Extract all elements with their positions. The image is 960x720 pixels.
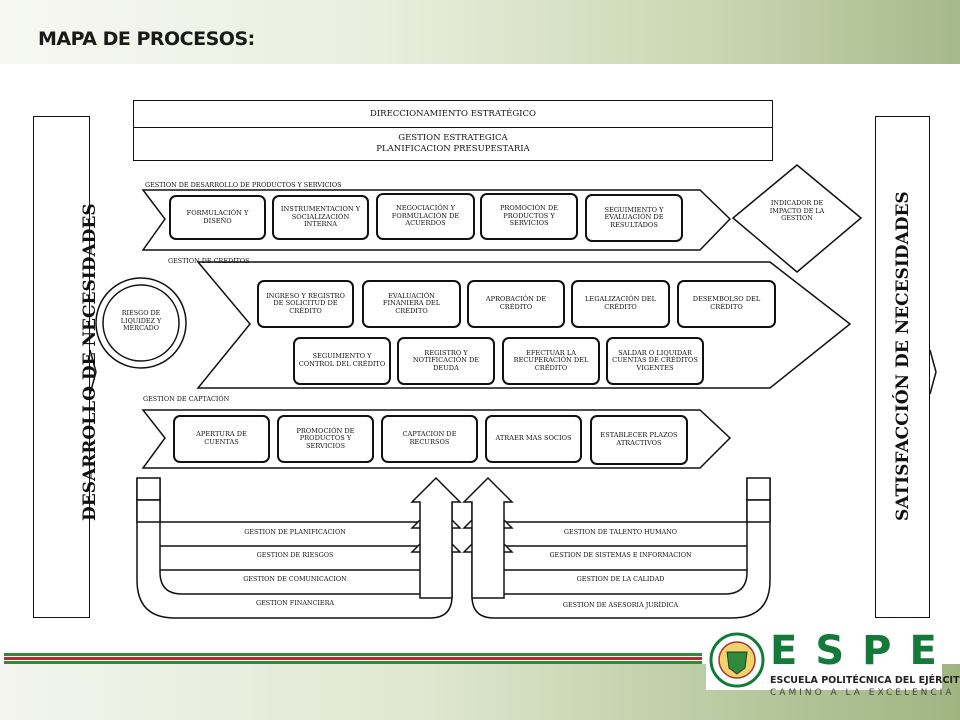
process-seguimiento-resultados: SEGUIMIENTO Y EVALUACIÓN DE RESULTADOS: [585, 194, 683, 242]
stripe-red: [4, 657, 702, 660]
header-band: [0, 0, 960, 64]
support-planificacion: GESTION DE PLANIFICACION: [244, 528, 346, 536]
desarrollo-group-label: GESTION DE DESARROLLO DE PRODUCTOS Y SER…: [145, 181, 342, 189]
direccionamiento-box: DIRECCIONAMIENTO ESTRATÉGICO: [133, 100, 773, 128]
process-seguimiento-credito: SEGUIMIENTO Y CONTROL DEL CRÉDITO: [293, 337, 391, 385]
process-captacion-recursos: CAPTACION DE RECURSOS: [381, 415, 478, 463]
indicador-text: INDICADOR DE IMPACTO DE LA GESTION: [769, 199, 825, 223]
process-promocion-captacion: PROMOCIÓN DE PRODUCTOS Y SERVICIOS: [277, 415, 374, 463]
creditos-group-label: GESTION DE CREDITOS: [168, 257, 250, 265]
support-asesoria-juridica: GESTION DE ASESORIA JURÍDICA: [562, 601, 679, 609]
process-aprobacion: APROBACIÓN DE CRÉDITO: [467, 280, 565, 328]
left-side-banner: [33, 116, 90, 618]
process-establecer-plazos: ESTABLECER PLAZOS ATRACTIVOS: [590, 415, 688, 465]
process-evaluacion-financiera: EVALUACIÓN FINANIERA DEL CRÉDITO: [362, 280, 461, 328]
direccionamiento-label: DIRECCIONAMIENTO ESTRATÉGICO: [370, 108, 536, 119]
up-arrows-right: [462, 476, 514, 599]
captacion-group-label: GESTION DE CAPTACIÓN: [143, 395, 230, 403]
stripe-green-2: [4, 661, 702, 664]
support-financiera: GESTION FINANCIERA: [255, 599, 335, 607]
support-calidad: GESTION DE LA CALIDAD: [576, 575, 665, 583]
process-instrumentacion: INSTRUMENTACION Y SOCIALIZACIÓN INTERNA: [272, 195, 369, 240]
process-saldar-cuentas: SALDAR O LIQUIDAR CUENTAS DE CRÉDITOS VI…: [606, 337, 704, 385]
espe-motto: CAMINO A LA EXCELENCIA: [770, 688, 955, 698]
process-registro-deuda: REGISTRO Y NOTIFICACIÓN DE DEUDA: [397, 337, 495, 385]
process-ingreso-solicitud: INGRESO Y REGISTRO DE SOLICITUD DE CRÉDI…: [257, 280, 354, 328]
process-negociacion: NEGOCIACIÓN Y FORMULACIÓN DE ACUERDOS: [376, 193, 475, 240]
indicador-diamond: [731, 164, 863, 273]
process-formulacion: FORMULACIÓN Y DISEÑO: [169, 195, 266, 240]
gestion-estrategica-label: GESTION ESTRATEGICA: [398, 133, 508, 144]
riesgo-inner-circle: [102, 284, 180, 362]
support-riesgos: GESTION DE RIESGOS: [256, 551, 334, 559]
up-arrows-left: [410, 476, 462, 599]
stripe-green: [4, 653, 702, 656]
riesgo-label: RIESGO DE LIQUIDEZ Y MERCADO: [120, 309, 162, 333]
espe-institution-name: ESCUELA POLITÉCNICA DEL EJÉRCITO: [770, 675, 960, 686]
process-legalizacion: LEGALIZACIÓN DEL CRÉDITO: [571, 280, 670, 328]
gestion-estrategica-box: GESTION ESTRATEGICA PLANIFICACION PRESUP…: [133, 127, 773, 161]
support-sistemas: GESTION DE SISTEMAS E INFORMACION: [549, 551, 692, 559]
process-desembolso: DESEMBOLSO DEL CRÉDITO: [677, 280, 776, 328]
process-promocion: PROMOCIÓN DE PRODUCTOS Y SERVICIOS: [480, 193, 578, 240]
support-comunicacion: GESTION DE COMUNICACION: [243, 575, 347, 583]
process-atraer-socios: ATRAER MAS SOCIOS: [485, 415, 582, 463]
support-talento-humano: GESTION DE TALENTO HUMANO: [563, 528, 678, 536]
right-side-banner: [875, 116, 930, 618]
process-apertura-cuentas: APERTURA DE CUENTAS: [173, 415, 270, 463]
process-recuperacion: EFECTUAR LA RECUPERACIÓN DEL CRÉDITO: [502, 337, 600, 385]
planificacion-presupuestaria-label: PLANIFICACION PRESUPESTARIA: [376, 144, 530, 154]
page-title: MAPA DE PROCESOS:: [38, 28, 255, 50]
espe-wordmark: ESPE: [770, 628, 955, 674]
